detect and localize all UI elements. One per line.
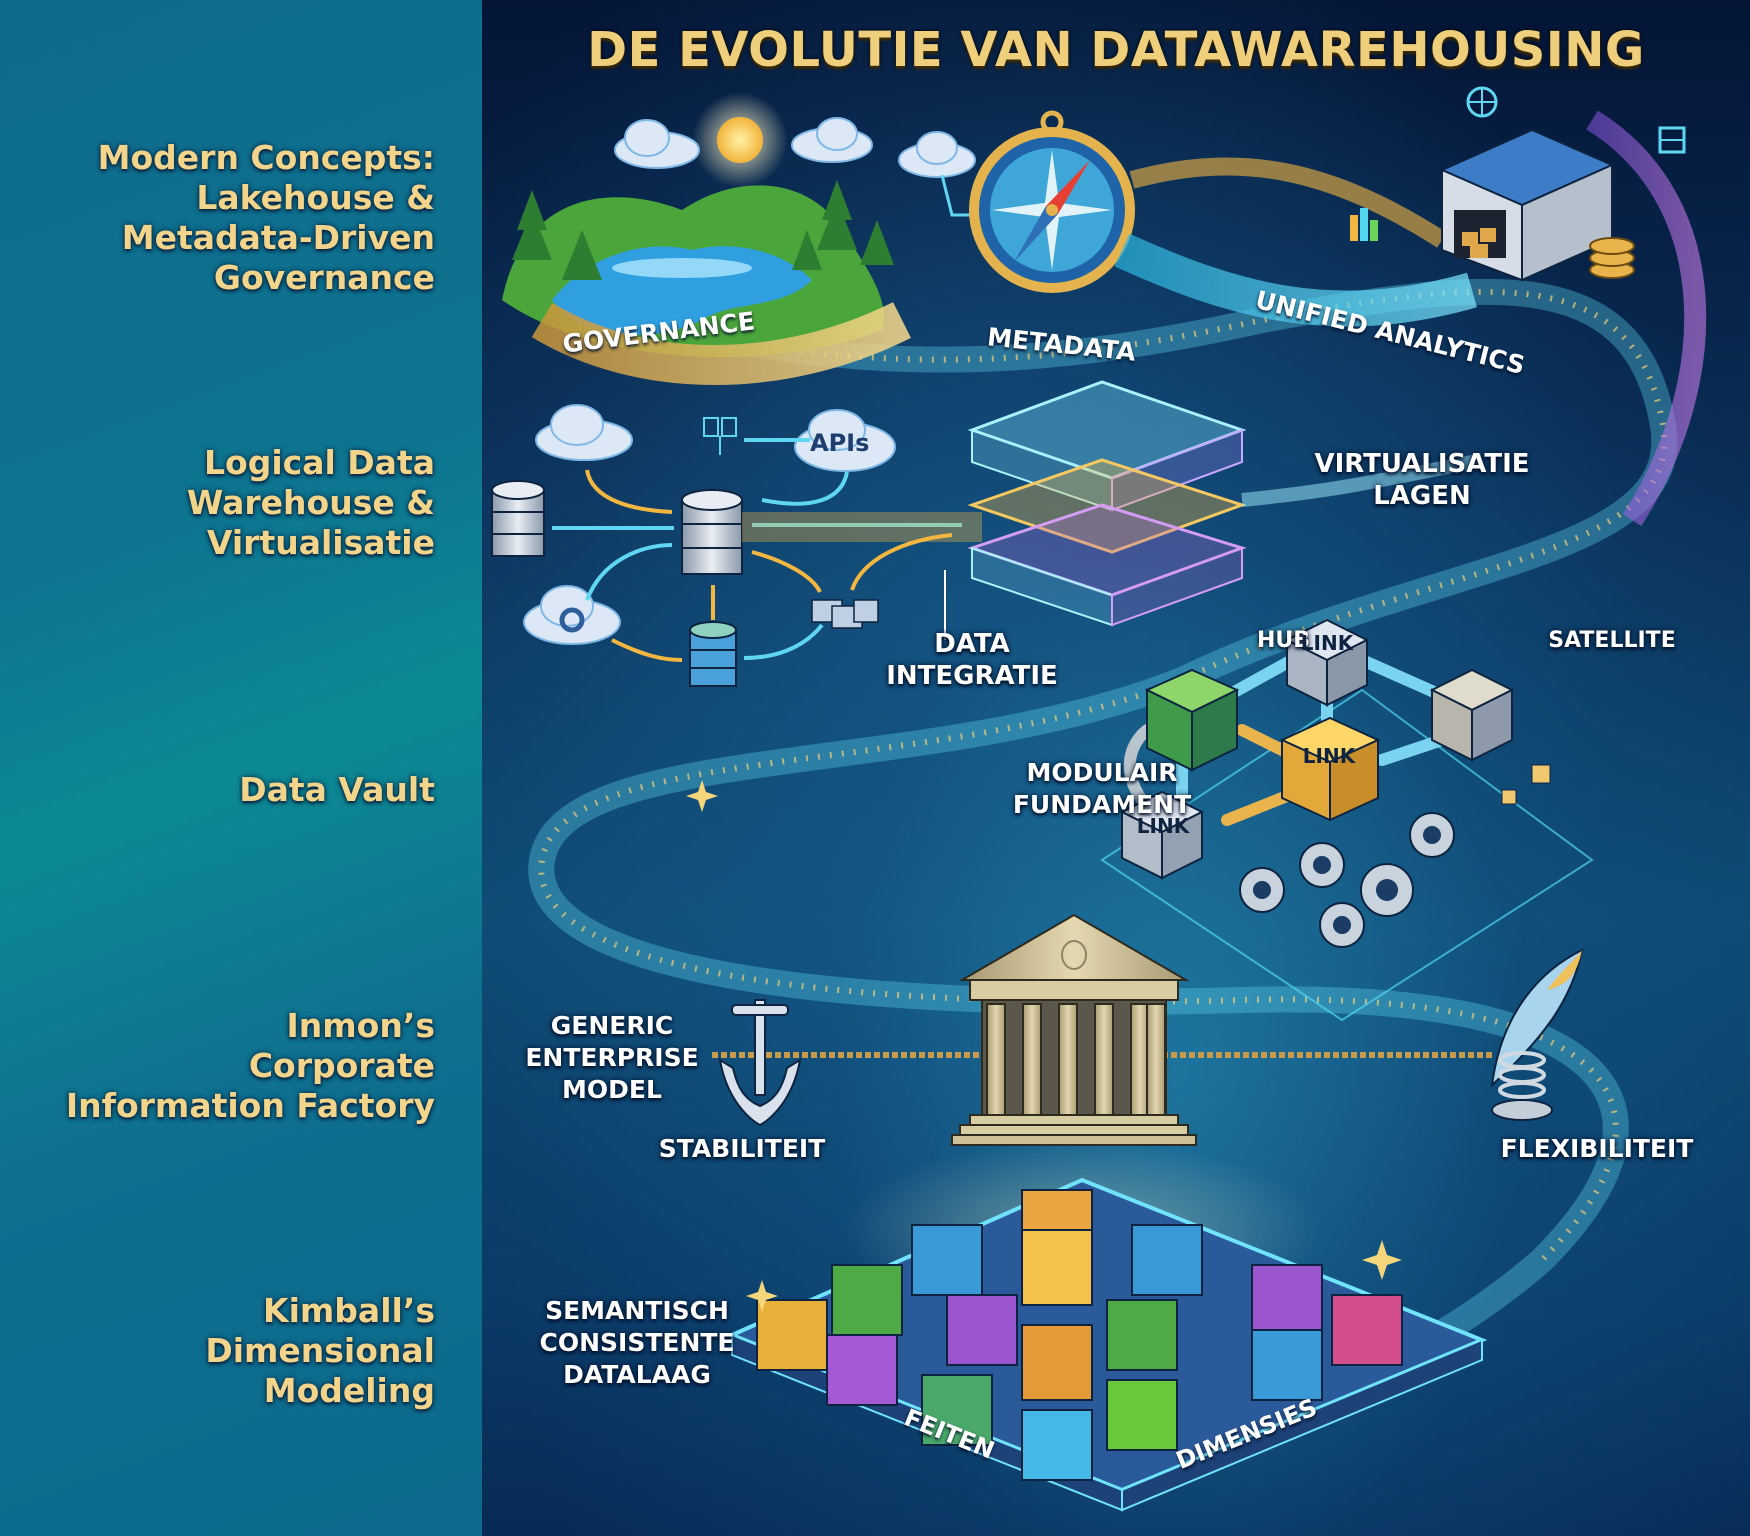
apis-label: APIs bbox=[810, 429, 870, 457]
computers-icon bbox=[811, 599, 879, 629]
era-label-kimball: Kimball’s Dimensional Modeling bbox=[205, 1291, 435, 1410]
lake-scene bbox=[502, 180, 894, 358]
link-cube-bottom bbox=[1119, 790, 1205, 880]
apis-cloud bbox=[794, 409, 896, 472]
temple-icon bbox=[951, 913, 1197, 1146]
virtualisation-layers-icon bbox=[967, 380, 1247, 627]
coin-stack-icon bbox=[1589, 237, 1635, 279]
link-top-label: LINK bbox=[1300, 631, 1354, 655]
hub-label: HUB bbox=[1257, 628, 1311, 653]
gear-icon bbox=[559, 607, 585, 633]
cloud-icon bbox=[898, 131, 976, 178]
central-database-icon bbox=[681, 489, 743, 575]
globe-icon bbox=[1466, 86, 1498, 118]
satellite-cube bbox=[1429, 668, 1515, 762]
illustration-art bbox=[491, 86, 1707, 1512]
era-sidebar: Modern Concepts: Lakehouse & Metadata-Dr… bbox=[0, 0, 482, 1536]
database-icon bbox=[491, 480, 545, 557]
data-vault-model bbox=[1100, 618, 1594, 1022]
virtualisatie-lagen-label: VIRTUALISATIE LAGEN bbox=[1314, 449, 1530, 511]
satellite-label: SATELLITE bbox=[1548, 628, 1676, 653]
cloud-icon bbox=[614, 119, 700, 169]
era-label-logical-data-warehouse: Logical Data Warehouse & Virtualisatie bbox=[186, 443, 435, 562]
link-cube-center bbox=[1279, 716, 1381, 822]
warehouse-icon bbox=[1439, 128, 1635, 282]
era-label-data-vault: Data Vault bbox=[239, 770, 435, 809]
stabiliteit-label: STABILITEIT bbox=[658, 1134, 826, 1163]
cloud-icon bbox=[535, 404, 633, 461]
sun-icon bbox=[692, 92, 788, 188]
cubes-cluster bbox=[756, 1189, 1403, 1481]
circuit-icon bbox=[703, 417, 737, 455]
page-title: DE EVOLUTIE VAN DATAWAREHOUSING bbox=[587, 22, 1645, 78]
feather-spring-icon bbox=[1490, 948, 1584, 1121]
evolution-illustration: DE EVOLUTIE VAN DATAWAREHOUSING GOVERNAN… bbox=[482, 0, 1750, 1536]
compass-icon bbox=[969, 110, 1135, 293]
link-bottom-label: LINK bbox=[1136, 814, 1190, 838]
link-center-label: LINK bbox=[1302, 744, 1356, 768]
era-label-modern-concepts: Modern Concepts: Lakehouse & Metadata-Dr… bbox=[97, 138, 435, 297]
data-integration-network bbox=[491, 404, 982, 687]
cloud-icon bbox=[791, 117, 873, 163]
generic-enterprise-model-label: GENERIC ENTERPRISE MODEL bbox=[525, 1011, 699, 1104]
era-label-inmon-cif: Inmon’s Corporate Information Factory bbox=[65, 1006, 435, 1125]
modulair-fundament-label: MODULAIR FUNDAMENT bbox=[1012, 758, 1192, 819]
anchor-icon bbox=[718, 999, 802, 1127]
data-integratie-label: DATA INTEGRATIE bbox=[886, 629, 1058, 691]
chart-icon bbox=[1350, 208, 1378, 241]
hub-cube bbox=[1144, 668, 1240, 772]
link-cube-top bbox=[1284, 618, 1370, 707]
semantisch-consistente-datalaag-label: SEMANTISCH CONSISTENTE DATALAAG bbox=[539, 1296, 735, 1389]
database-icon bbox=[689, 621, 737, 687]
cloud-gear-icon bbox=[523, 585, 621, 645]
server-icon bbox=[1658, 126, 1686, 154]
flexibiliteit-label: FLEXIBILITEIT bbox=[1500, 1134, 1694, 1163]
